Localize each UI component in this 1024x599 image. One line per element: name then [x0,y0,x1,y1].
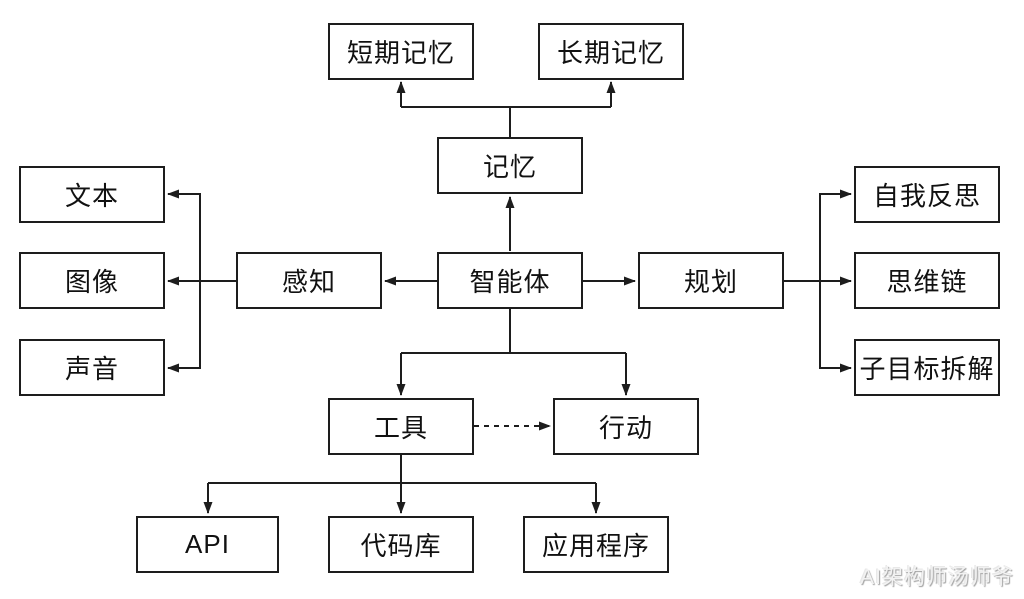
node-perception: 感知 [236,252,382,309]
node-api: API [136,516,279,573]
node-tools: 工具 [328,398,474,455]
watermark: AI架构师汤师爷 [860,566,1014,589]
node-agent: 智能体 [437,252,583,309]
node-code-library: 代码库 [328,516,474,573]
edge-memory-split [401,106,611,138]
node-text: 文本 [19,166,165,223]
node-memory: 记忆 [437,137,583,194]
edge-tools-down-split [208,455,596,484]
edge-perception-to-sound [167,281,201,373]
node-chain-of-thought: 思维链 [854,252,1000,309]
node-short-term-memory: 短期记忆 [328,23,474,80]
node-subgoal-decomposition: 子目标拆解 [854,339,1000,396]
node-planning: 规划 [638,252,784,309]
node-self-reflection: 自我反思 [854,166,1000,223]
edge-perception-to-text [167,189,201,281]
node-long-term-memory: 长期记忆 [538,23,684,80]
edge-agent-down-split [401,309,626,354]
node-sound: 声音 [19,339,165,396]
node-image: 图像 [19,252,165,309]
edge-planning-to-subgoal [819,281,852,373]
node-applications: 应用程序 [523,516,669,573]
edge-planning-to-self-reflection [819,189,852,281]
node-action: 行动 [553,398,699,455]
